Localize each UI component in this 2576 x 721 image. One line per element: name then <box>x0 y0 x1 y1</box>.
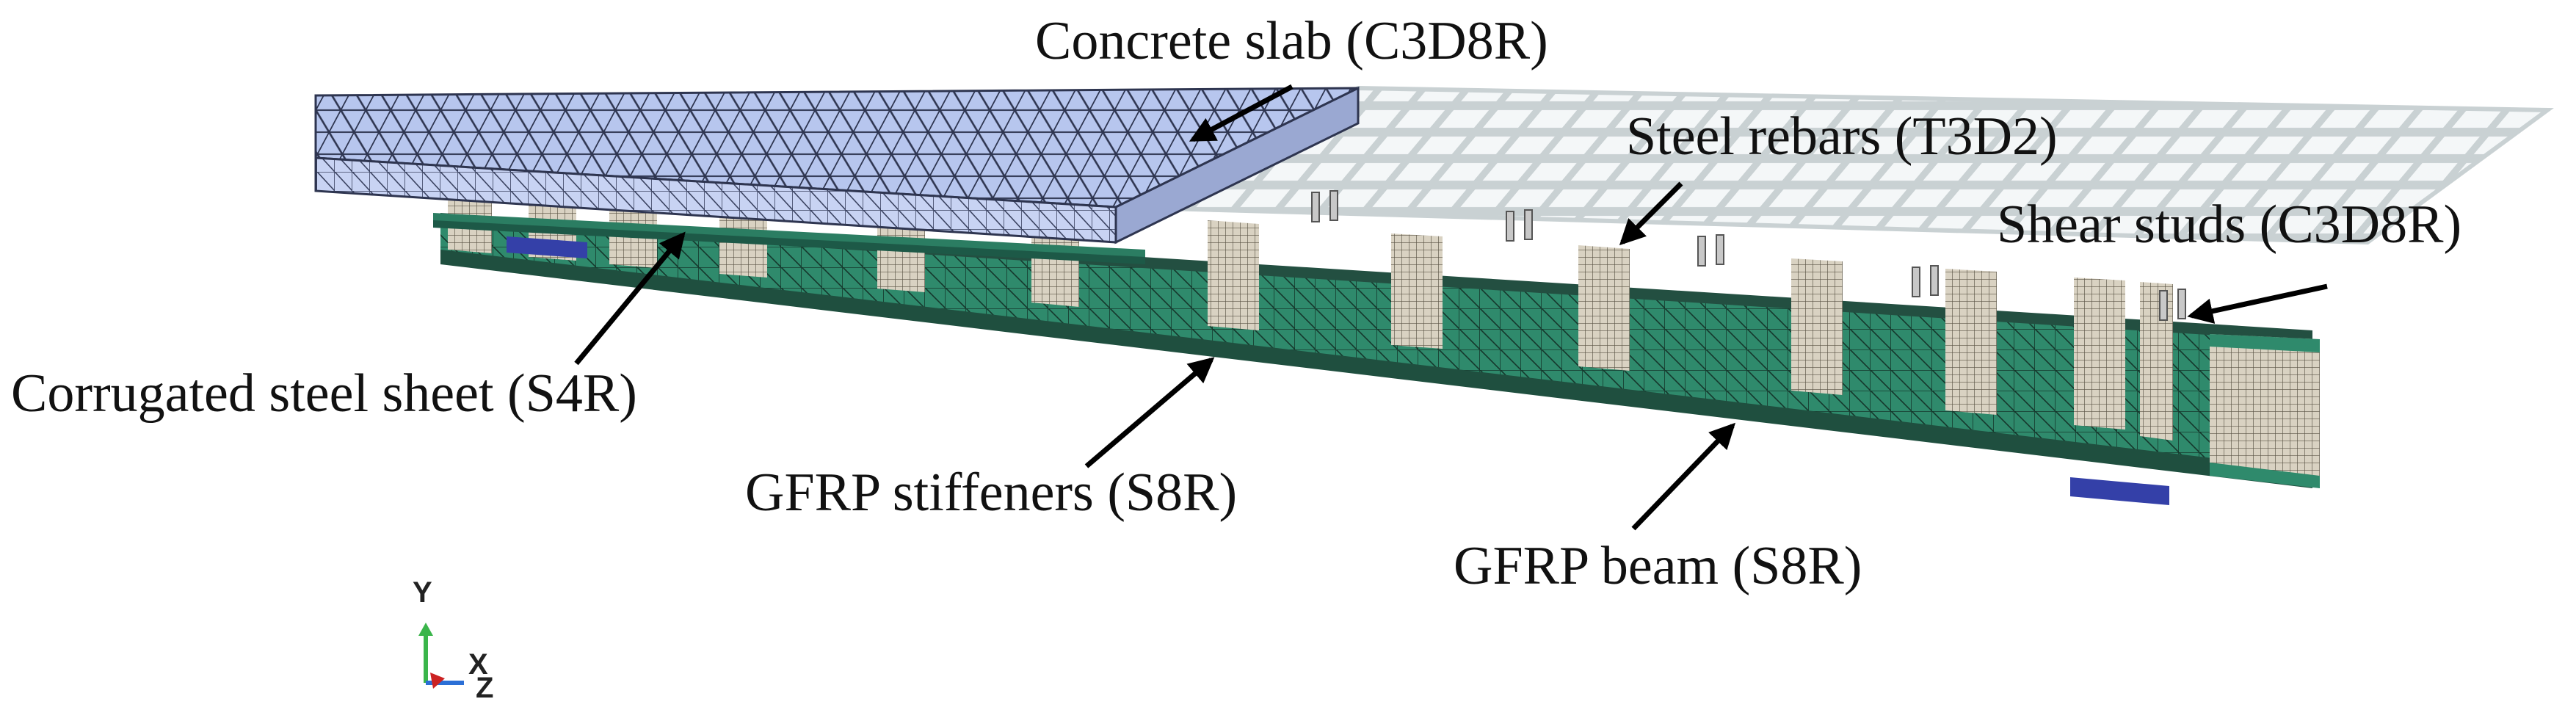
steel-rebar-grid <box>1114 85 2554 245</box>
label-concrete-slab: Concrete slab (C3D8R) <box>1035 11 1548 71</box>
arrow-concrete-slab <box>1189 84 1294 142</box>
arrow-gfrp-stiffeners <box>1084 357 1215 468</box>
axis-triad: Y X Z <box>413 576 493 704</box>
arrow-gfrp-beam <box>1631 422 1736 531</box>
supports <box>507 236 2169 505</box>
axis-y-label: Y <box>413 576 432 609</box>
arrow-steel-rebars <box>1619 181 1683 246</box>
label-corrugated-sheet: Corrugated steel sheet (S4R) <box>11 363 637 424</box>
shear-studs <box>1311 190 2186 321</box>
label-steel-rebars: Steel rebars (T3D2) <box>1626 106 2058 167</box>
arrow-shear-studs <box>2187 283 2328 324</box>
axis-z-marker <box>430 673 445 689</box>
corrugated-steel-sheet <box>433 213 1145 264</box>
arrow-corrugated-sheet <box>574 231 686 366</box>
axis-x-label: X <box>468 648 488 681</box>
label-gfrp-stiffeners: GFRP stiffeners (S8R) <box>745 463 1237 523</box>
label-shear-studs: Shear studs (C3D8R) <box>1997 195 2461 255</box>
axis-z-label: Z <box>476 672 493 704</box>
leader-arrows <box>574 84 2328 531</box>
label-gfrp-beam: GFRP beam (S8R) <box>1454 536 1862 596</box>
concrete-slab <box>314 86 1360 244</box>
